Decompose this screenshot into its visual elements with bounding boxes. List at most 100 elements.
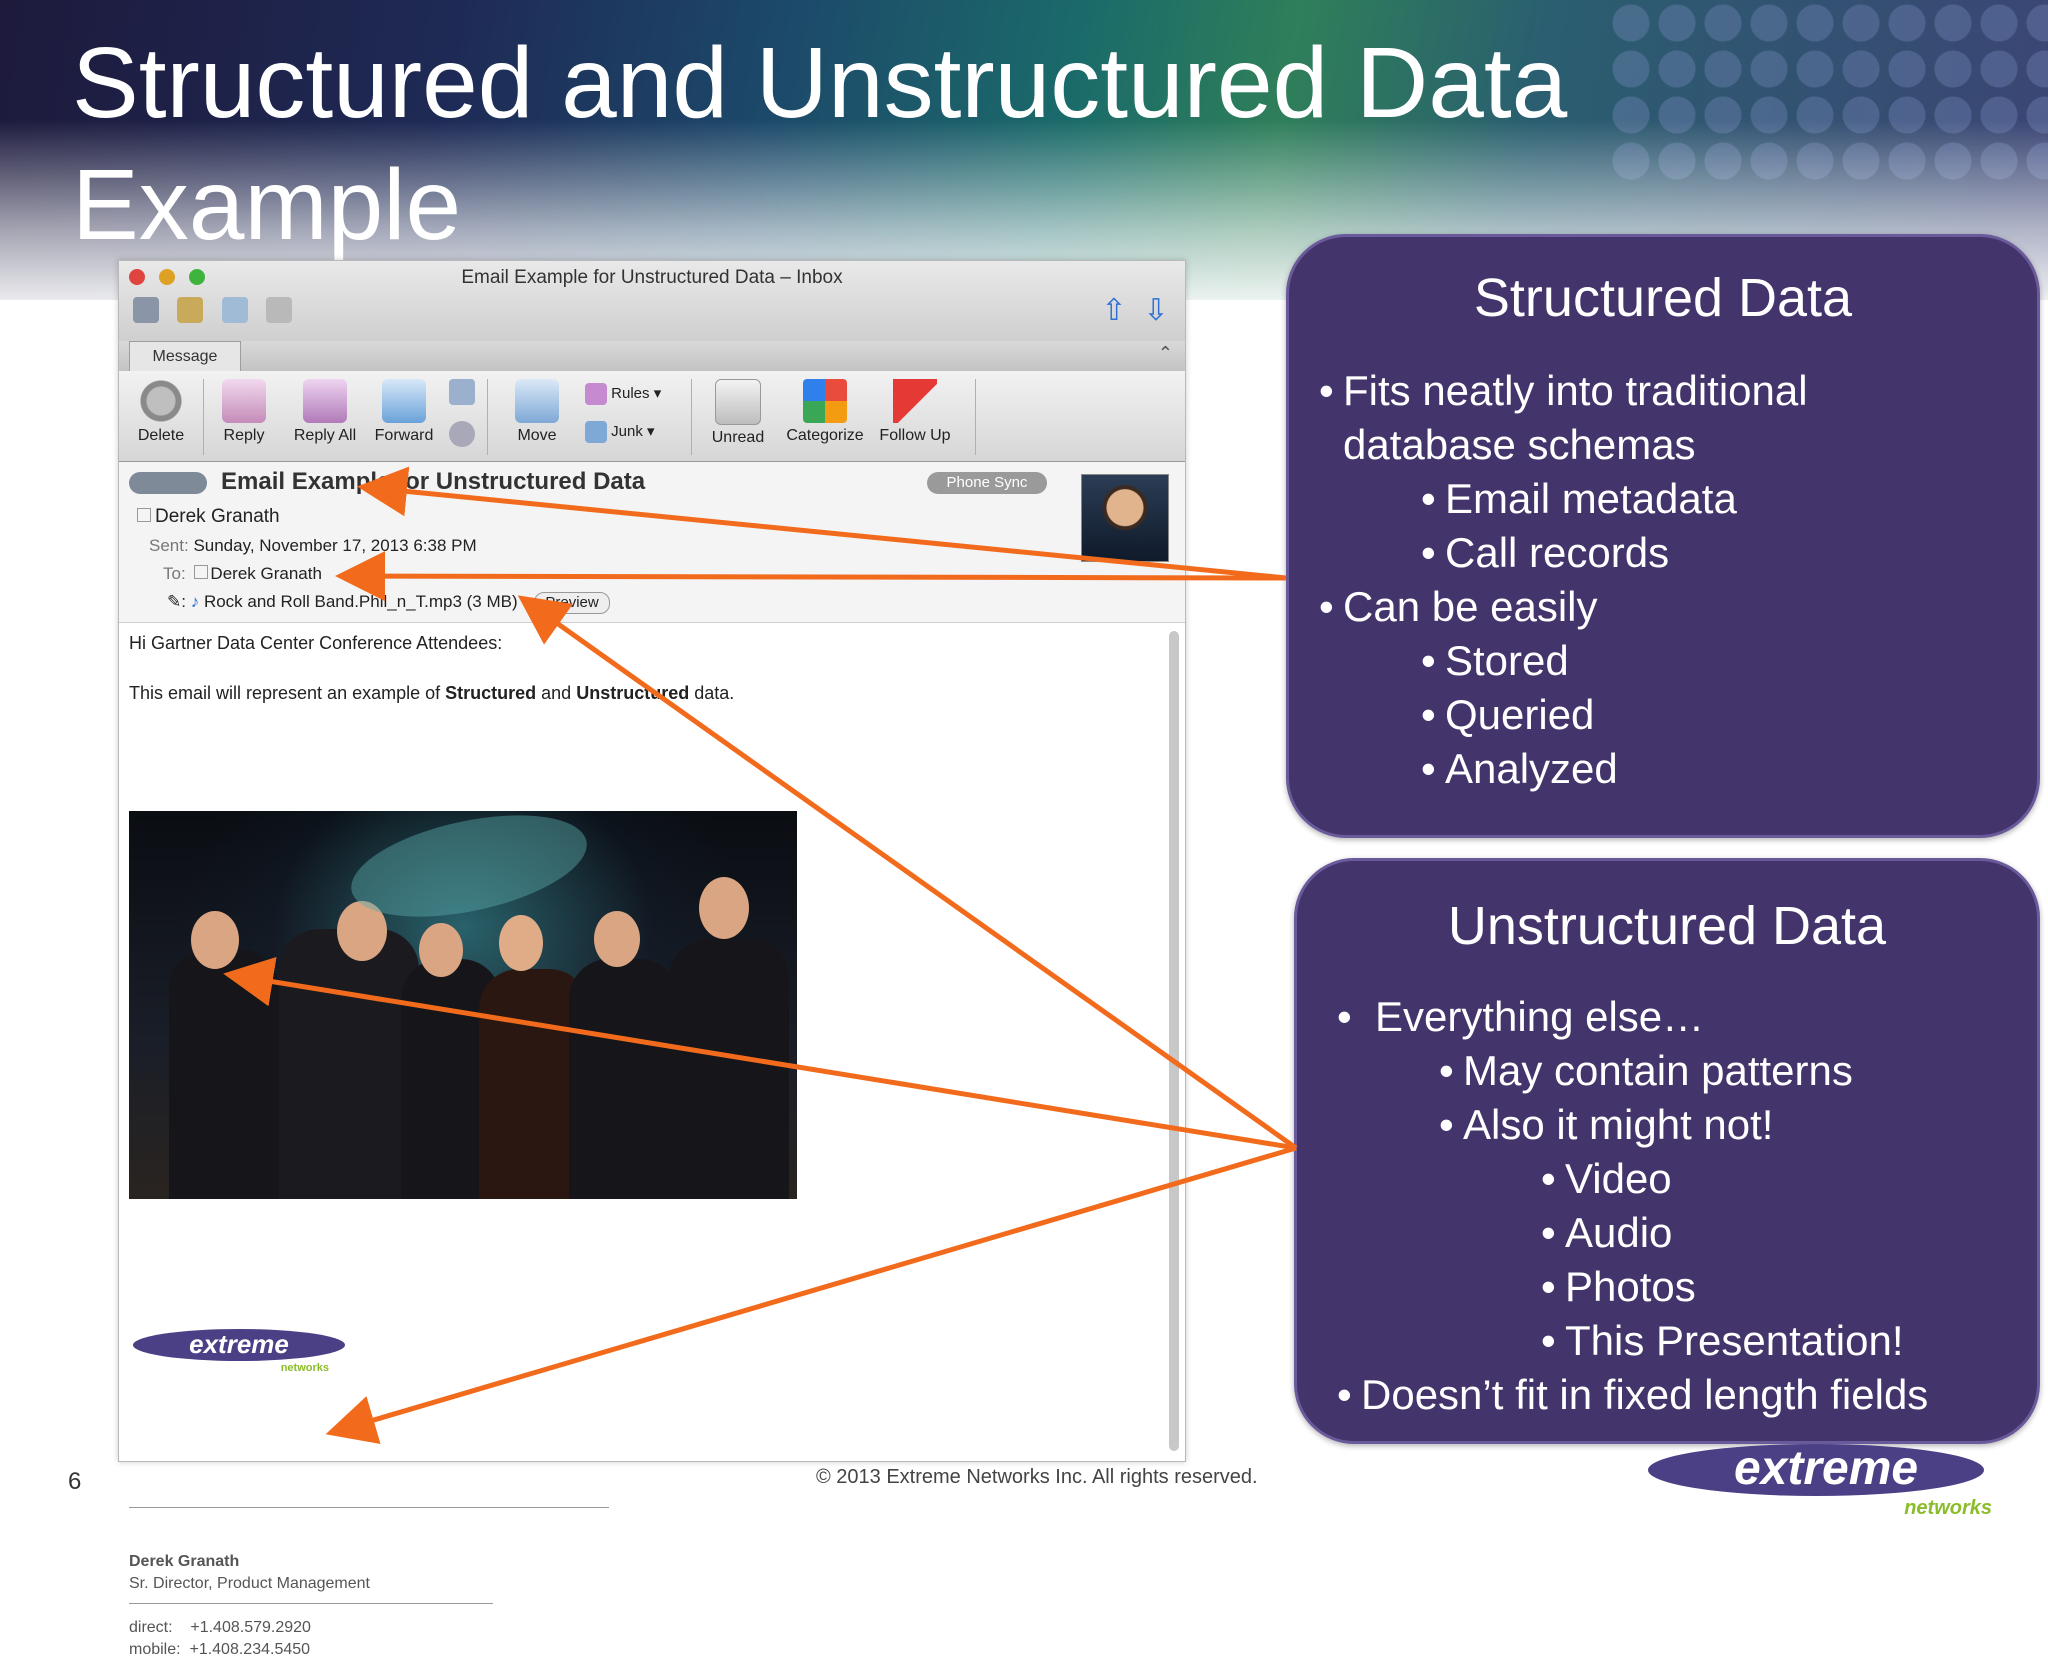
- structured-data-callout: Structured Data •Fits neatly into tradit…: [1286, 234, 2040, 838]
- band-photo: [129, 797, 797, 1199]
- rules-icon: [585, 383, 607, 405]
- window-title: Email Example for Unstructured Data – In…: [461, 267, 843, 288]
- structured-sub-bullet: •Email metadata: [1421, 475, 1737, 522]
- structured-line: Email metadata: [1445, 475, 1737, 522]
- unstructured-sub-sub-bullet: •This Presentation!: [1541, 1317, 1904, 1364]
- message-body: Hi Gartner Data Center Conference Attend…: [119, 623, 1169, 1658]
- ribbon-separator: [691, 379, 692, 455]
- forward-icon: [382, 379, 426, 423]
- delete-button[interactable]: Delete: [131, 379, 191, 445]
- unstructured-bullet: •Everything else…: [1337, 993, 1705, 1040]
- structured-line: Fits neatly into traditional: [1343, 367, 1808, 414]
- structured-title: Structured Data: [1473, 268, 1853, 328]
- structured-sub-bullet: •Call records: [1421, 529, 1670, 576]
- band-member-head: [337, 901, 387, 961]
- message-subject: Email Example for Unstructured Data: [221, 468, 646, 495]
- sent-label: Sent:: [149, 536, 189, 555]
- message-header: Email Example for Unstructured Data Phon…: [119, 462, 1185, 623]
- logo-word: extreme: [1734, 1442, 1918, 1495]
- trash-icon: [139, 379, 183, 423]
- next-message-arrow-icon[interactable]: ⇩: [1143, 294, 1169, 327]
- unstructured-line: Audio: [1565, 1209, 1673, 1256]
- minimize-window-button[interactable]: [159, 269, 175, 285]
- structured-sub-bullet: •Analyzed: [1421, 745, 1618, 792]
- categorize-label: Categorize: [786, 427, 864, 444]
- sender-checkbox[interactable]: [137, 508, 151, 522]
- logo-sub: networks: [1904, 1497, 1992, 1519]
- body-text-post: data.: [689, 683, 735, 703]
- mobile-label: mobile:: [129, 1641, 181, 1658]
- mobile-number: +1.408.234.5450: [189, 1641, 311, 1658]
- body-unstructured-word: Unstructured: [576, 683, 690, 703]
- categorize-button[interactable]: Categorize: [783, 379, 867, 445]
- band-member-head: [191, 911, 239, 969]
- vertical-scrollbar[interactable]: [1169, 631, 1179, 1451]
- ribbon-separator: [975, 379, 976, 455]
- rules-button[interactable]: Rules ▾: [585, 383, 661, 405]
- to-value: Derek Granath: [210, 564, 322, 583]
- follow-up-button[interactable]: Follow Up: [875, 379, 955, 445]
- attachment-line: ✎: ♪ Rock and Roll Band.Phil_n_T.mp3 (3 …: [167, 592, 610, 614]
- unstructured-line: Video: [1565, 1155, 1672, 1202]
- unstructured-sub-sub-bullet: •Video: [1541, 1155, 1672, 1202]
- band-member: [279, 929, 419, 1199]
- signature-logo: extreme networks: [133, 1329, 345, 1373]
- unread-button[interactable]: Unread: [705, 379, 771, 447]
- unstructured-sub-sub-bullet: •Photos: [1541, 1263, 1696, 1310]
- reply-button[interactable]: Reply: [211, 379, 277, 445]
- reply-all-icon: [303, 379, 347, 423]
- forward-button[interactable]: Forward: [369, 379, 439, 445]
- phone-sync-badge[interactable]: Phone Sync: [927, 472, 1047, 494]
- unstructured-line: May contain patterns: [1463, 1047, 1853, 1094]
- structured-line: Queried: [1445, 691, 1595, 738]
- forward-label: Forward: [374, 427, 434, 444]
- previous-message-arrow-icon[interactable]: ⇧: [1101, 294, 1127, 327]
- signature-mobile: mobile: +1.408.234.5450: [129, 1641, 310, 1659]
- audio-file-icon: ♪: [190, 592, 200, 611]
- band-member-head: [419, 923, 463, 977]
- sender-line: Derek Granath: [137, 506, 280, 528]
- signature-rule: [129, 1507, 609, 1508]
- band-member-head: [499, 915, 543, 971]
- message-navigation-control[interactable]: [129, 472, 207, 494]
- meeting-icon[interactable]: [449, 379, 475, 405]
- direct-label: direct:: [129, 1619, 173, 1636]
- undo-icon[interactable]: [177, 297, 204, 323]
- signature-title: Sr. Director, Product Management: [129, 1575, 370, 1592]
- move-button[interactable]: Move: [499, 379, 575, 445]
- structured-line: Call records: [1445, 529, 1670, 576]
- attachment-icon[interactable]: [449, 421, 475, 447]
- reply-icon: [222, 379, 266, 423]
- band-member: [669, 939, 789, 1199]
- tab-message[interactable]: Message: [129, 341, 241, 372]
- paperclip-icon: ✎:: [167, 592, 186, 611]
- calendar-icon[interactable]: [266, 297, 293, 323]
- structured-sub-bullet: •Queried: [1421, 691, 1595, 738]
- reply-label: Reply: [223, 427, 265, 444]
- signature-name: Derek Granath: [129, 1553, 239, 1571]
- preview-button[interactable]: Preview: [534, 592, 610, 614]
- chevron-up-icon[interactable]: ⌃: [1157, 343, 1173, 363]
- redo-icon[interactable]: [221, 297, 248, 323]
- greeting: Hi Gartner Data Center Conference Attend…: [129, 633, 503, 653]
- signature-direct: direct: +1.408.579.2920: [129, 1619, 311, 1637]
- ribbon-separator: [487, 379, 488, 455]
- close-window-button[interactable]: [129, 269, 145, 285]
- attachment-name[interactable]: Rock and Roll Band.Phil_n_T.mp3 (3 MB): [203, 592, 518, 611]
- structured-bullet: •Can be easily: [1319, 583, 1598, 630]
- move-label: Move: [517, 427, 557, 444]
- body-sentence: This email will represent an example of …: [129, 683, 734, 704]
- reply-all-button[interactable]: Reply All: [287, 379, 363, 445]
- unstructured-title: Unstructured Data: [1447, 896, 1887, 956]
- extreme-networks-logo: extreme networks: [1648, 1442, 1992, 1519]
- ribbon-tab-row: Message ⌃: [119, 341, 1185, 372]
- print-icon[interactable]: [133, 297, 159, 323]
- band-member: [169, 949, 279, 1199]
- page-number: 6: [68, 1468, 82, 1495]
- junk-button[interactable]: Junk ▾: [585, 421, 655, 443]
- zoom-window-button[interactable]: [189, 269, 205, 285]
- structured-line: Analyzed: [1445, 745, 1618, 792]
- structured-sub-bullet: •Stored: [1421, 637, 1569, 684]
- sender-avatar: [1081, 474, 1169, 562]
- unstructured-sub-sub-bullet: •Audio: [1541, 1209, 1673, 1256]
